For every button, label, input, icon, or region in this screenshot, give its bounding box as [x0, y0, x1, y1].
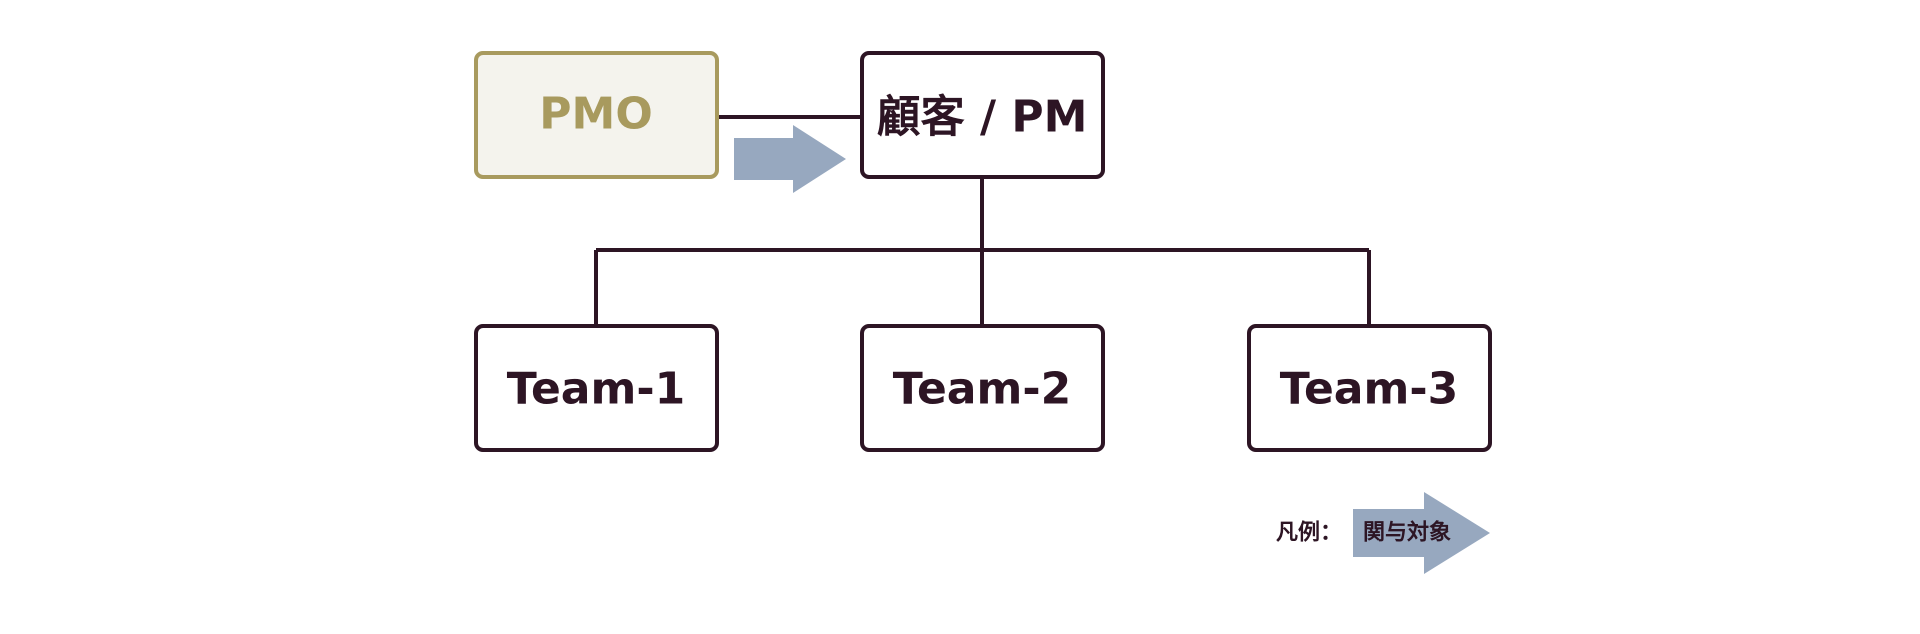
client-pm-node: 顧客 / PM — [860, 51, 1105, 179]
legend-arrow-icon — [1353, 492, 1490, 574]
team2-label: Team-2 — [893, 364, 1071, 415]
team1-node: Team-1 — [474, 324, 719, 452]
pmo-label: PMO — [539, 89, 652, 140]
connectors — [594, 115, 1371, 324]
client-pm-label: 顧客 / PM — [877, 92, 1088, 143]
team3-label: Team-3 — [1280, 364, 1458, 415]
legend-arrow-label: 関与対象 — [1363, 520, 1451, 546]
legend: 凡例： 関与対象 — [1276, 492, 1490, 574]
pmo-node: PMO — [474, 51, 719, 179]
team3-node: Team-3 — [1247, 324, 1492, 452]
team2-node: Team-2 — [860, 324, 1105, 452]
team1-label: Team-1 — [507, 364, 685, 415]
involvement-arrow — [734, 125, 846, 193]
legend-prefix: 凡例： — [1276, 521, 1342, 546]
